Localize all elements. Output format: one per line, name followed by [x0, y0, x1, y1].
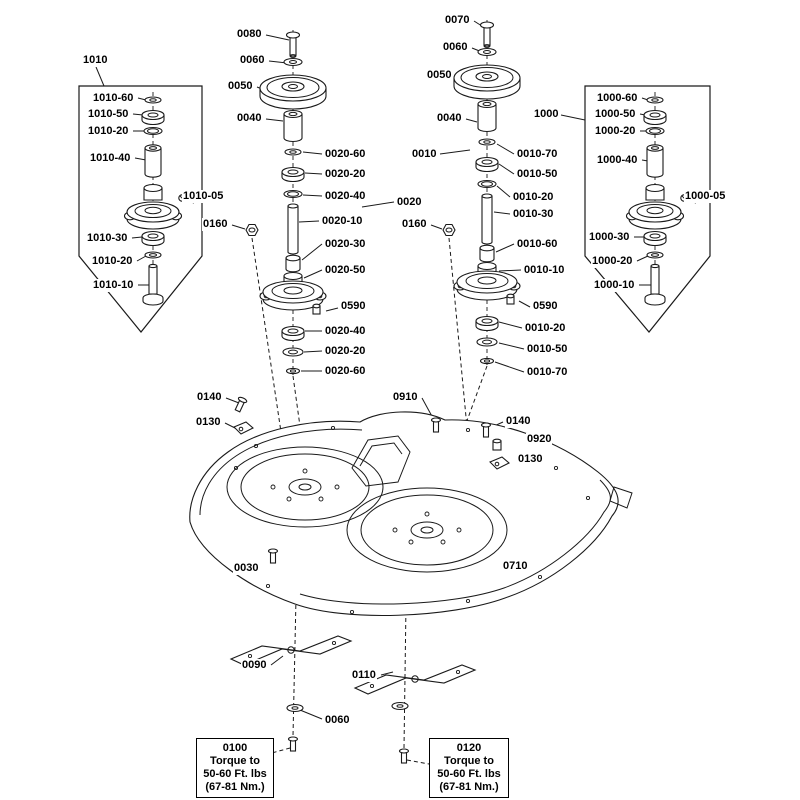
- leader-lines: [95, 20, 697, 765]
- flange-nut-right: [442, 223, 456, 237]
- label-leader-line: [494, 361, 525, 373]
- label-leader-line: [493, 211, 511, 215]
- label-leader-line: [518, 300, 531, 308]
- label-leader-line: [439, 149, 471, 155]
- label-leader-line: [498, 269, 522, 272]
- label-leader-line: [361, 201, 395, 208]
- label-leader-line: [636, 255, 649, 262]
- label-leader-line: [303, 269, 323, 279]
- label-leader-line: [134, 157, 147, 161]
- group-box-1000: [584, 85, 711, 333]
- label-leader-line: [301, 243, 323, 261]
- assembly-axis-line: [267, 747, 291, 755]
- group-box-1010: [78, 85, 203, 333]
- label-leader-line: [496, 185, 511, 198]
- label-leader-line: [270, 655, 284, 666]
- flange-nut-left: [245, 223, 259, 237]
- label-leader-line: [560, 114, 586, 121]
- deck-shell: [189, 411, 633, 616]
- deck-bolt-0140-left: [232, 395, 249, 414]
- label-leader-line: [304, 172, 323, 175]
- label-leader-line: [302, 151, 323, 155]
- label-leader-line: [302, 194, 323, 197]
- spindle-assembly-1000: [625, 91, 688, 306]
- label-leader-line: [430, 224, 443, 230]
- assembly-axis-line: [251, 237, 285, 453]
- label-leader-line: [325, 307, 339, 312]
- label-leader-line: [184, 199, 195, 204]
- label-leader-line: [686, 199, 697, 204]
- assembly-axis-line: [406, 759, 430, 765]
- label-leader-line: [136, 255, 147, 262]
- label-leader-line: [225, 397, 240, 404]
- label-leader-line: [132, 113, 144, 116]
- label-leader-line: [498, 163, 515, 175]
- label-leader-line: [498, 342, 525, 350]
- label-leader-line: [498, 321, 523, 329]
- blade-bolt-0120: [398, 748, 410, 764]
- blade-bolt-0100: [287, 736, 299, 752]
- spindle-assembly-1010: [123, 91, 186, 306]
- label-leader-line: [299, 709, 323, 720]
- spindle-column-left: [259, 29, 327, 376]
- label-leader-line: [265, 34, 290, 41]
- label-leader-line: [298, 220, 320, 223]
- label-leader-line: [303, 350, 323, 353]
- blade-washer-right: [391, 701, 409, 711]
- label-leader-line: [231, 224, 246, 230]
- label-leader-line: [131, 236, 143, 239]
- assembly-axis-line: [403, 603, 407, 749]
- blade-0090: [229, 635, 353, 666]
- label-leader-line: [465, 118, 478, 123]
- label-leader-line: [265, 118, 284, 122]
- bracket-0130-right: [489, 456, 510, 470]
- blade-0110: [353, 664, 477, 695]
- spacer-0920: [492, 438, 502, 451]
- label-leader-line: [95, 66, 105, 87]
- blade-washer-left: [286, 703, 304, 713]
- assembly-axis-line: [448, 237, 469, 439]
- label-leader-line: [495, 243, 515, 253]
- label-leader-line: [496, 143, 515, 155]
- label-leader-line: [380, 671, 394, 676]
- bracket-0130-left: [233, 421, 254, 435]
- assembly-axis-line: [292, 597, 297, 737]
- spindle-column-right: [453, 19, 521, 366]
